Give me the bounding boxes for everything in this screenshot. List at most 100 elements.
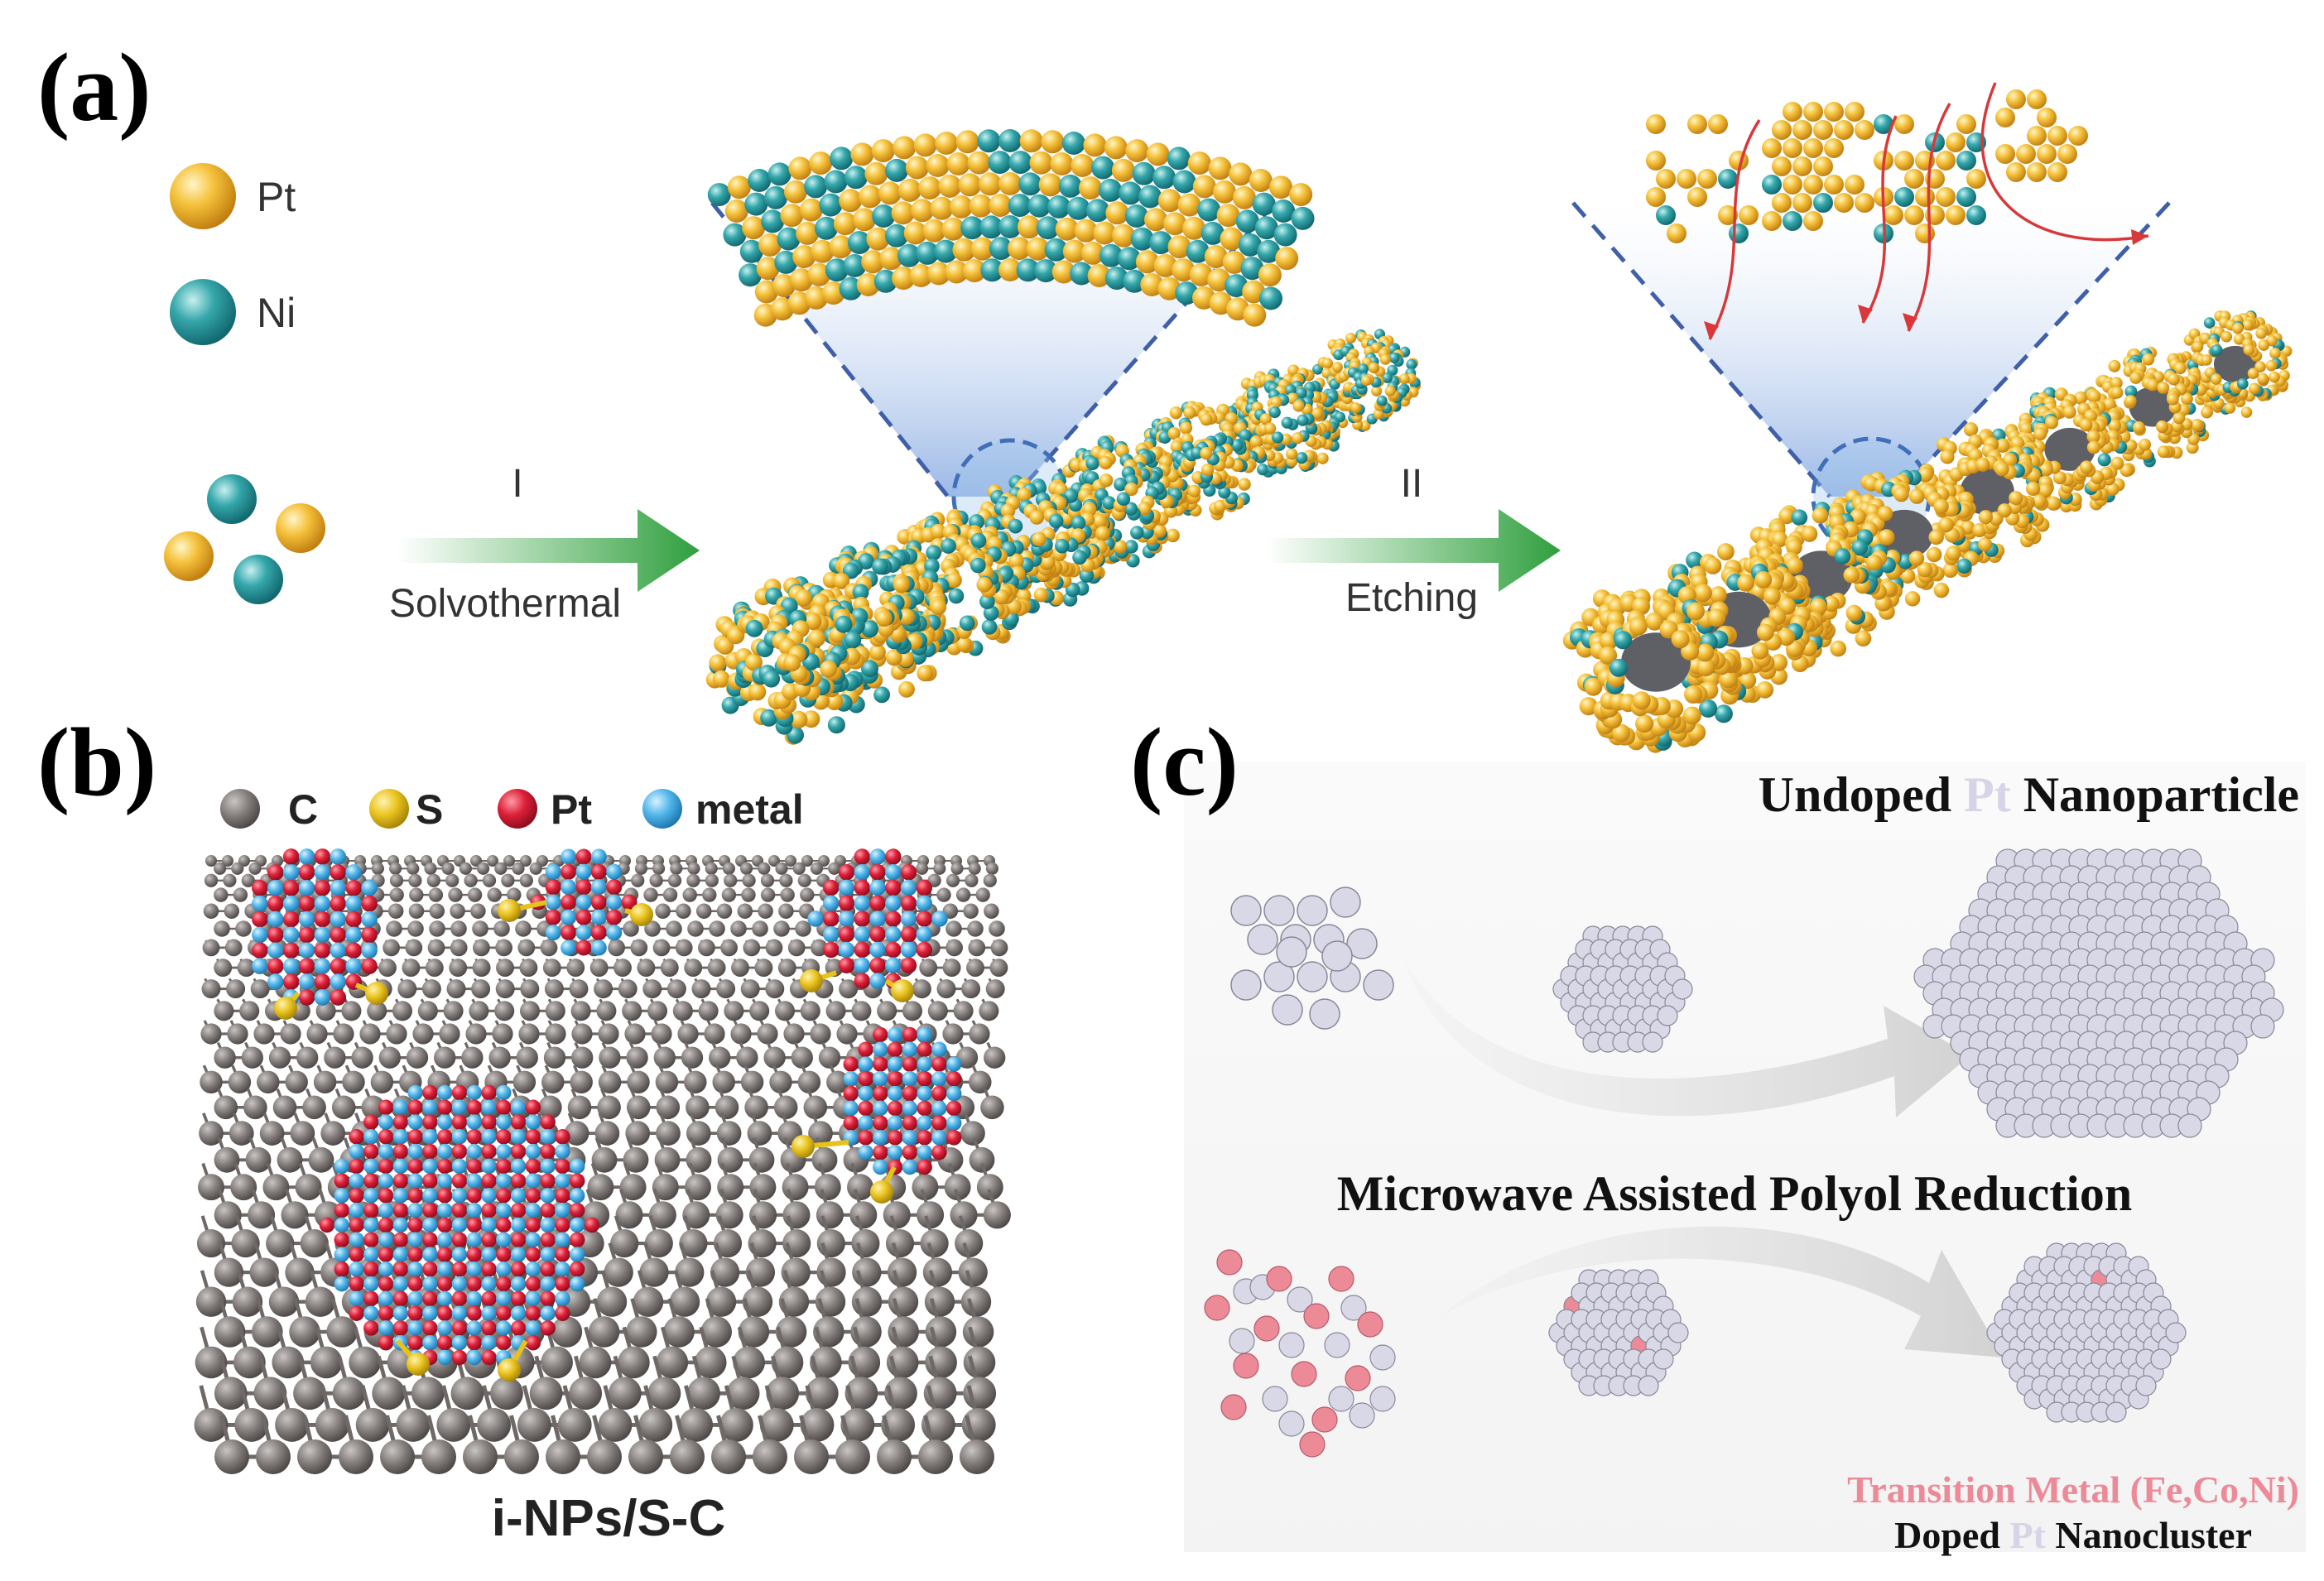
pt-atom [1677,169,1696,189]
metal-atom [590,848,607,865]
carbon-atom [542,959,561,978]
pt-atom-red [496,1305,512,1321]
pt-atom [1684,685,1703,704]
carbon-atom [470,903,486,919]
pt-atom-red [510,1261,527,1277]
ni-atom [1381,372,1393,383]
pt-atom-red [561,894,577,911]
carbon-atom [691,979,711,999]
ni-atom [872,204,896,228]
carbon-atom [682,1201,710,1229]
carbon-atom [222,855,233,867]
carbon-atom [494,862,508,875]
cluster-schematics [1204,848,2284,1458]
pt-atom-red [540,1261,556,1277]
pt-atom-red [345,879,363,896]
carbon-atom [962,1316,994,1348]
pt-atom [1249,435,1263,449]
pt-atom [754,280,778,304]
ni-atom [1609,658,1629,677]
carbon-atom [233,1346,266,1379]
carbon-atom [293,1377,326,1410]
carbon-atom [234,1407,269,1442]
carbon-atom [268,1046,291,1069]
pt-atom [1823,595,1840,613]
metal-atom [887,1115,903,1131]
carbon-atom [984,1046,1006,1069]
pt-atom-red [510,1202,527,1218]
metal-atom [555,1232,570,1248]
pt-atom [2110,386,2124,399]
metal-atom [481,1334,497,1351]
pt-atom [1183,406,1196,420]
pt-atom [1292,432,1304,445]
pt-atom-red [575,848,592,865]
pt-atom-red [481,1290,497,1307]
metal-atom [931,1071,947,1087]
pt-atom-red [407,1247,423,1262]
pt-atom-red [436,1217,453,1233]
ni-atom [1387,364,1398,376]
pt-atom-red [887,1071,903,1087]
carbon-atom [730,1023,752,1045]
green-arrow-1 [397,509,700,592]
pt-atom [1157,189,1181,213]
pt-atom-red [590,925,607,941]
pt-atom [2269,347,2281,359]
arrowhead [1858,305,1873,323]
metal-atom [378,1261,394,1277]
pt-atom-red [481,1202,497,1218]
legend-a: Pt Ni [170,163,296,345]
pt-atom [976,577,993,593]
metal-atom [481,1188,497,1204]
carbon-atom [224,939,243,957]
ni-atom [1138,185,1162,209]
panel-b: (b) C S Pt metal i-NPs/S-C [37,708,1011,1547]
metal-atom [334,1276,350,1292]
pt-atom [1824,175,1844,195]
metal-atom [422,1247,438,1262]
pt-atom-red [334,1261,350,1277]
pt-atom [807,262,831,286]
pt-atom [2265,359,2278,372]
carbon-atom [214,1095,238,1120]
pt-atom-red [869,926,886,943]
metal-atom [931,1100,947,1117]
ni-atom [1388,352,1400,363]
pt-atom-red [525,1217,541,1233]
carbon-atom [402,959,421,978]
carbon-atom [774,1001,796,1021]
carbon-atom [670,862,683,875]
carbon-atom [214,1439,249,1474]
metal-atom [407,1114,423,1130]
pt-atom [1232,185,1256,209]
carbon-atom [643,887,658,902]
sulfur-atom [365,982,388,1005]
pt-atom-red [378,1099,394,1116]
metal-atom [555,1202,570,1218]
carbon-atom [378,959,397,978]
carbon-atom [655,903,671,919]
metal-atom [555,1261,570,1277]
metal-atom [252,958,268,975]
metal-atom [917,1144,932,1161]
carbon-atom [396,1407,431,1442]
metal-atom [481,1247,497,1262]
carbon-atom [571,1046,594,1069]
pt-atom [969,194,993,218]
carbon-atom [315,1001,336,1021]
metal-atom [466,1084,483,1101]
metal-atom [422,1305,438,1321]
carbon-atom [634,862,647,875]
carbon-atom [467,887,483,902]
carbon-atom [196,1229,226,1258]
pt-atom [935,132,959,155]
pt-atom-red [858,1041,873,1058]
pt-atom-red [436,1247,453,1262]
carbon-atom [503,855,515,867]
pt-atom-red [545,879,561,896]
sulfur-legend-sphere [369,789,409,829]
pt-atom-c [1297,961,1328,992]
pt-atom-red [887,1130,903,1146]
carbon-atom [773,1095,798,1120]
